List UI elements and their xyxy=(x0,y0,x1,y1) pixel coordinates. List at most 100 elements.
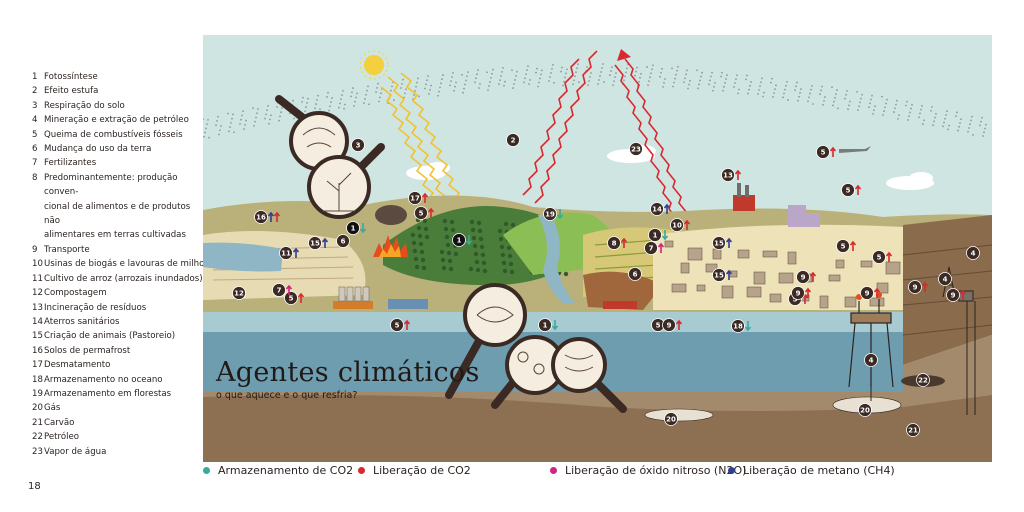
ocean-surface xyxy=(203,312,903,332)
legend-number: 21 xyxy=(32,417,43,428)
marker-number: 12 xyxy=(234,290,244,298)
marker-circle xyxy=(390,318,404,332)
magnifier-icon xyxy=(551,337,627,413)
marker-number: 7 xyxy=(277,287,282,295)
process-marker-1: 1 xyxy=(346,221,367,235)
up-arrow-icon xyxy=(683,219,691,230)
legend-text: cional de alimentos e de produtos não xyxy=(44,201,191,227)
up-arrow-icon xyxy=(854,184,862,195)
marker-number: 9 xyxy=(865,290,870,298)
up-arrow-icon xyxy=(267,211,275,222)
legend-number: 16 xyxy=(32,345,43,356)
legend-text: Armazenamento em florestas xyxy=(44,388,172,399)
marker-circle xyxy=(538,318,552,332)
marker-circle xyxy=(836,239,850,253)
process-marker-23: 23 xyxy=(629,142,643,156)
up-arrow-icon xyxy=(427,207,435,218)
marker-number: 23 xyxy=(631,146,641,154)
process-marker-6: 6 xyxy=(628,267,642,281)
magnifier-icon xyxy=(491,335,565,409)
marker-number: 9 xyxy=(801,274,806,282)
factory-icon xyxy=(733,183,755,211)
legend-number: 6 xyxy=(32,144,38,155)
marker-circle xyxy=(629,142,643,156)
up-arrow-icon xyxy=(292,247,300,258)
legend-text: alimentares em terras cultivadas xyxy=(44,230,186,241)
up-arrow-icon xyxy=(809,271,817,282)
marker-number: 20 xyxy=(666,416,676,424)
marker-number: 1 xyxy=(653,232,658,240)
legend-text: Respiração do solo xyxy=(44,100,125,111)
marker-circle xyxy=(543,207,557,221)
plowed-field xyxy=(583,271,663,310)
process-marker-2: 2 xyxy=(506,133,520,147)
marker-number: 9 xyxy=(667,322,672,330)
legend-number: 11 xyxy=(32,273,43,284)
process-marker-9: 9 xyxy=(860,286,881,300)
gas-pocket xyxy=(644,408,714,422)
atmosphere-band xyxy=(203,63,987,139)
legend-number: 4 xyxy=(32,115,38,126)
down-arrow-icon xyxy=(744,321,752,332)
process-marker-1: 1 xyxy=(538,318,559,332)
factory-icon xyxy=(788,205,820,227)
legend-number: 23 xyxy=(32,446,43,457)
legend-number: 14 xyxy=(32,316,43,327)
legend-text: Armazenamento no oceano xyxy=(44,374,163,385)
process-marker-15: 15 xyxy=(308,236,329,250)
legend-text: Mudança do uso da terra xyxy=(44,144,152,155)
process-marker-19: 19 xyxy=(543,207,564,221)
marker-circle xyxy=(664,412,678,426)
process-marker-5: 5 xyxy=(284,291,305,305)
marker-circle xyxy=(336,234,350,248)
legend-number: 8 xyxy=(32,172,38,183)
legend-number: 2 xyxy=(32,86,38,97)
marker-number: 1 xyxy=(457,237,462,245)
marker-number: 7 xyxy=(649,245,654,253)
process-marker-15: 15 xyxy=(712,268,733,282)
up-arrow-icon xyxy=(921,281,929,292)
process-marker-4: 4 xyxy=(864,353,878,367)
legend-number: 22 xyxy=(32,432,43,443)
process-marker-8: 8 xyxy=(607,236,628,250)
airplane-icon xyxy=(839,146,871,153)
marker-circle xyxy=(662,318,676,332)
process-marker-15: 15 xyxy=(712,236,733,250)
marker-circle xyxy=(712,268,726,282)
up-arrow-icon xyxy=(657,242,665,253)
up-arrow-icon xyxy=(321,237,329,248)
up-arrow-icon xyxy=(675,319,683,330)
up-arrow-icon xyxy=(285,284,293,295)
marker-number: 4 xyxy=(943,276,948,284)
process-marker-14: 14 xyxy=(650,202,671,216)
marker-number: 5 xyxy=(793,296,798,304)
key-label: Liberação de metano (CH4) xyxy=(743,463,895,477)
legend-text: Predominantemente: produção conven- xyxy=(44,172,178,198)
marker-circle xyxy=(864,353,878,367)
up-arrow-icon xyxy=(734,169,742,180)
legend-text: Incineração de resíduos xyxy=(44,302,147,313)
marker-number: 5 xyxy=(656,322,661,330)
marker-number: 5 xyxy=(419,210,424,218)
up-arrow-icon xyxy=(403,319,411,330)
cloud-icon xyxy=(886,172,934,190)
marker-number: 15 xyxy=(714,240,724,248)
process-marker-10: 10 xyxy=(670,218,691,232)
marker-circle xyxy=(607,236,621,250)
marker-circle xyxy=(816,145,830,159)
marker-number: 16 xyxy=(256,214,266,222)
legend-number: 13 xyxy=(32,302,43,313)
legend-number: 5 xyxy=(32,129,38,140)
process-marker-5: 5 xyxy=(841,183,862,197)
marker-circle xyxy=(272,283,286,297)
marker-number: 15 xyxy=(714,272,724,280)
marker-circle xyxy=(644,241,658,255)
